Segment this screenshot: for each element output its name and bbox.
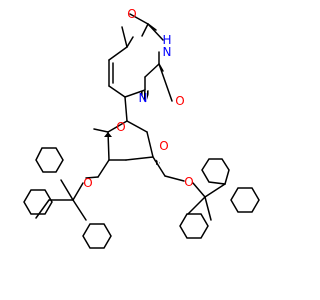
wedge-bond-c1	[139, 90, 150, 103]
phenyl-ring-left-top	[35, 147, 64, 173]
phenyl-ring-right-bottom	[179, 213, 209, 239]
wedge-bond-c3	[104, 132, 112, 137]
phenyl-ring-right-middle	[230, 187, 260, 213]
molecule-diagram: O H N O N O O O O	[23, 7, 260, 249]
atom-o-keto: O	[116, 120, 125, 134]
atom-o-c4: O	[127, 7, 136, 21]
atom-h-n3: H	[162, 33, 171, 47]
phenyl-ring-right-top	[201, 158, 230, 185]
wedge-bond-c4	[153, 157, 160, 165]
atom-o-ether-5: O	[184, 175, 193, 189]
phenyl-rings	[23, 147, 260, 249]
atom-o-ether-3: O	[83, 176, 92, 190]
phenyl-ring-left-bottom	[82, 223, 112, 249]
bond-lines	[35, 13, 226, 221]
phenyl-ring-left-middle	[23, 189, 53, 215]
atom-n1: N	[139, 91, 148, 105]
atom-o-ring: O	[159, 139, 168, 153]
atom-o-c2: O	[175, 94, 184, 108]
molecule-structure: O H N O N O O O O	[23, 7, 260, 249]
atom-n3: N	[163, 45, 172, 59]
